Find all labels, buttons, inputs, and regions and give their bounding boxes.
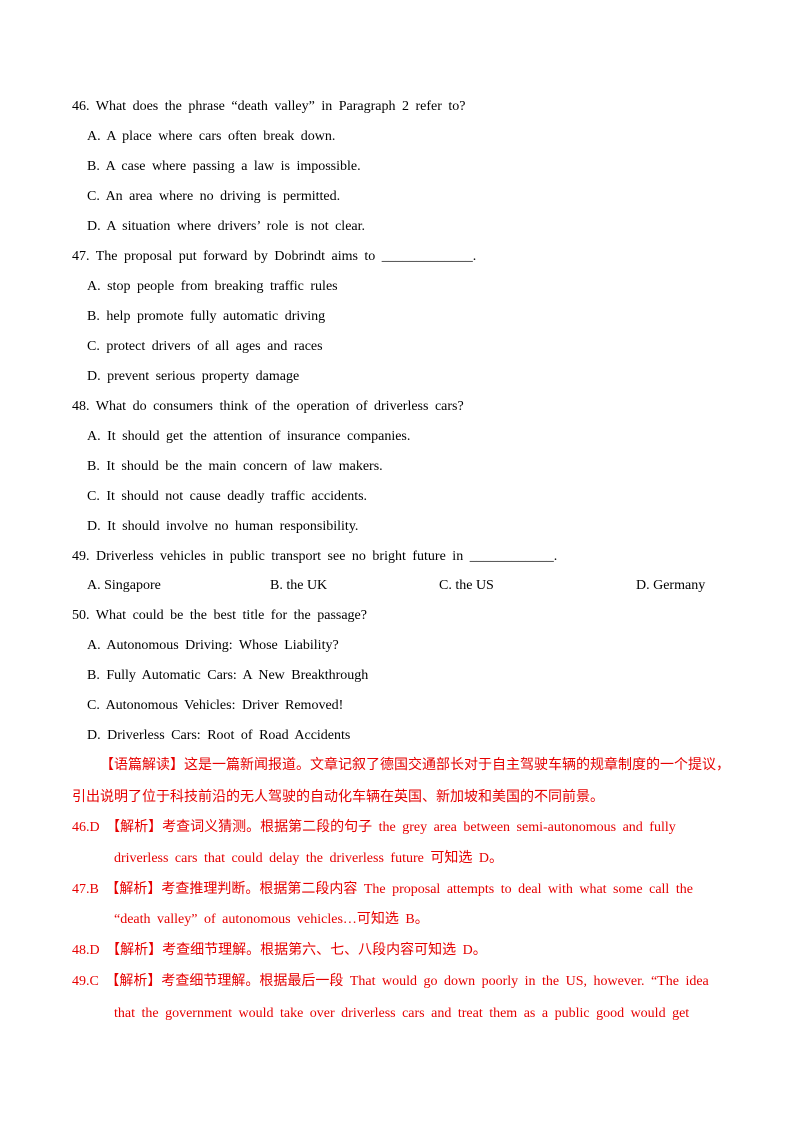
question-50-option-c: C. Autonomous Vehicles: Driver Removed! xyxy=(87,698,344,713)
question-46-stem: 46. What does the phrase “death valley” … xyxy=(72,99,466,114)
question-48-stem: 48. What do consumers think of the opera… xyxy=(72,399,464,414)
question-48-option-b: B. It should be the main concern of law … xyxy=(87,459,383,474)
answer-49-line-2: that the government would take over driv… xyxy=(114,1006,690,1021)
question-46-option-b: B. A case where passing a law is impossi… xyxy=(87,159,361,174)
question-47-stem: 47. The proposal put forward by Dobrindt… xyxy=(72,249,477,264)
question-50-stem: 50. What could be the best title for the… xyxy=(72,608,367,623)
question-50-option-d: D. Driverless Cars: Root of Road Acciden… xyxy=(87,728,351,743)
question-49-option-a: A. Singapore xyxy=(87,578,161,593)
question-47-option-b: B. help promote fully automatic driving xyxy=(87,309,326,324)
answer-47-line-1: 47.B 【解析】考查推理判断。根据第二段内容 The proposal att… xyxy=(72,882,693,897)
question-47-option-c: C. protect drivers of all ages and races xyxy=(87,339,323,354)
answer-47-line-2: “death valley” of autonomous vehicles…可知… xyxy=(114,912,429,927)
answer-46-line-2: driverless cars that could delay the dri… xyxy=(114,851,503,866)
answer-48-line-1: 48.D 【解析】考查细节理解。根据第六、七、八段内容可知选 D。 xyxy=(72,943,487,958)
answer-46-line-1: 46.D 【解析】考查词义猜测。根据第二段的句子 the grey area b… xyxy=(72,820,676,835)
passage-summary-line-1: 【语篇解读】这是一篇新闻报道。文章记叙了德国交通部长对于自主驾驶车辆的规章制度的… xyxy=(100,758,730,773)
answer-49-line-1: 49.C 【解析】考查细节理解。根据最后一段 That would go dow… xyxy=(72,974,709,989)
question-47-option-d: D. prevent serious property damage xyxy=(87,369,300,384)
question-46-option-a: A. A place where cars often break down. xyxy=(87,129,336,144)
question-49-options-row: A. Singapore B. the UK C. the US D. Germ… xyxy=(87,577,727,595)
question-49-stem: 49. Driverless vehicles in public transp… xyxy=(72,549,558,564)
question-46-option-d: D. A situation where drivers’ role is no… xyxy=(87,219,366,234)
question-49-option-c: C. the US xyxy=(439,578,494,593)
question-48-option-a: A. It should get the attention of insura… xyxy=(87,429,411,444)
passage-summary-line-2: 引出说明了位于科技前沿的无人驾驶的自动化车辆在英国、新加坡和美国的不同前景。 xyxy=(72,790,604,805)
question-49-option-d: D. Germany xyxy=(636,578,706,593)
question-47-option-a: A. stop people from breaking traffic rul… xyxy=(87,279,338,294)
question-50-option-a: A. Autonomous Driving: Whose Liability? xyxy=(87,638,339,653)
question-48-option-c: C. It should not cause deadly traffic ac… xyxy=(87,489,368,504)
question-50-option-b: B. Fully Automatic Cars: A New Breakthro… xyxy=(87,668,369,683)
question-46-option-c: C. An area where no driving is permitted… xyxy=(87,189,341,204)
question-48-option-d: D. It should involve no human responsibi… xyxy=(87,519,359,534)
question-49-option-b: B. the UK xyxy=(270,578,328,593)
